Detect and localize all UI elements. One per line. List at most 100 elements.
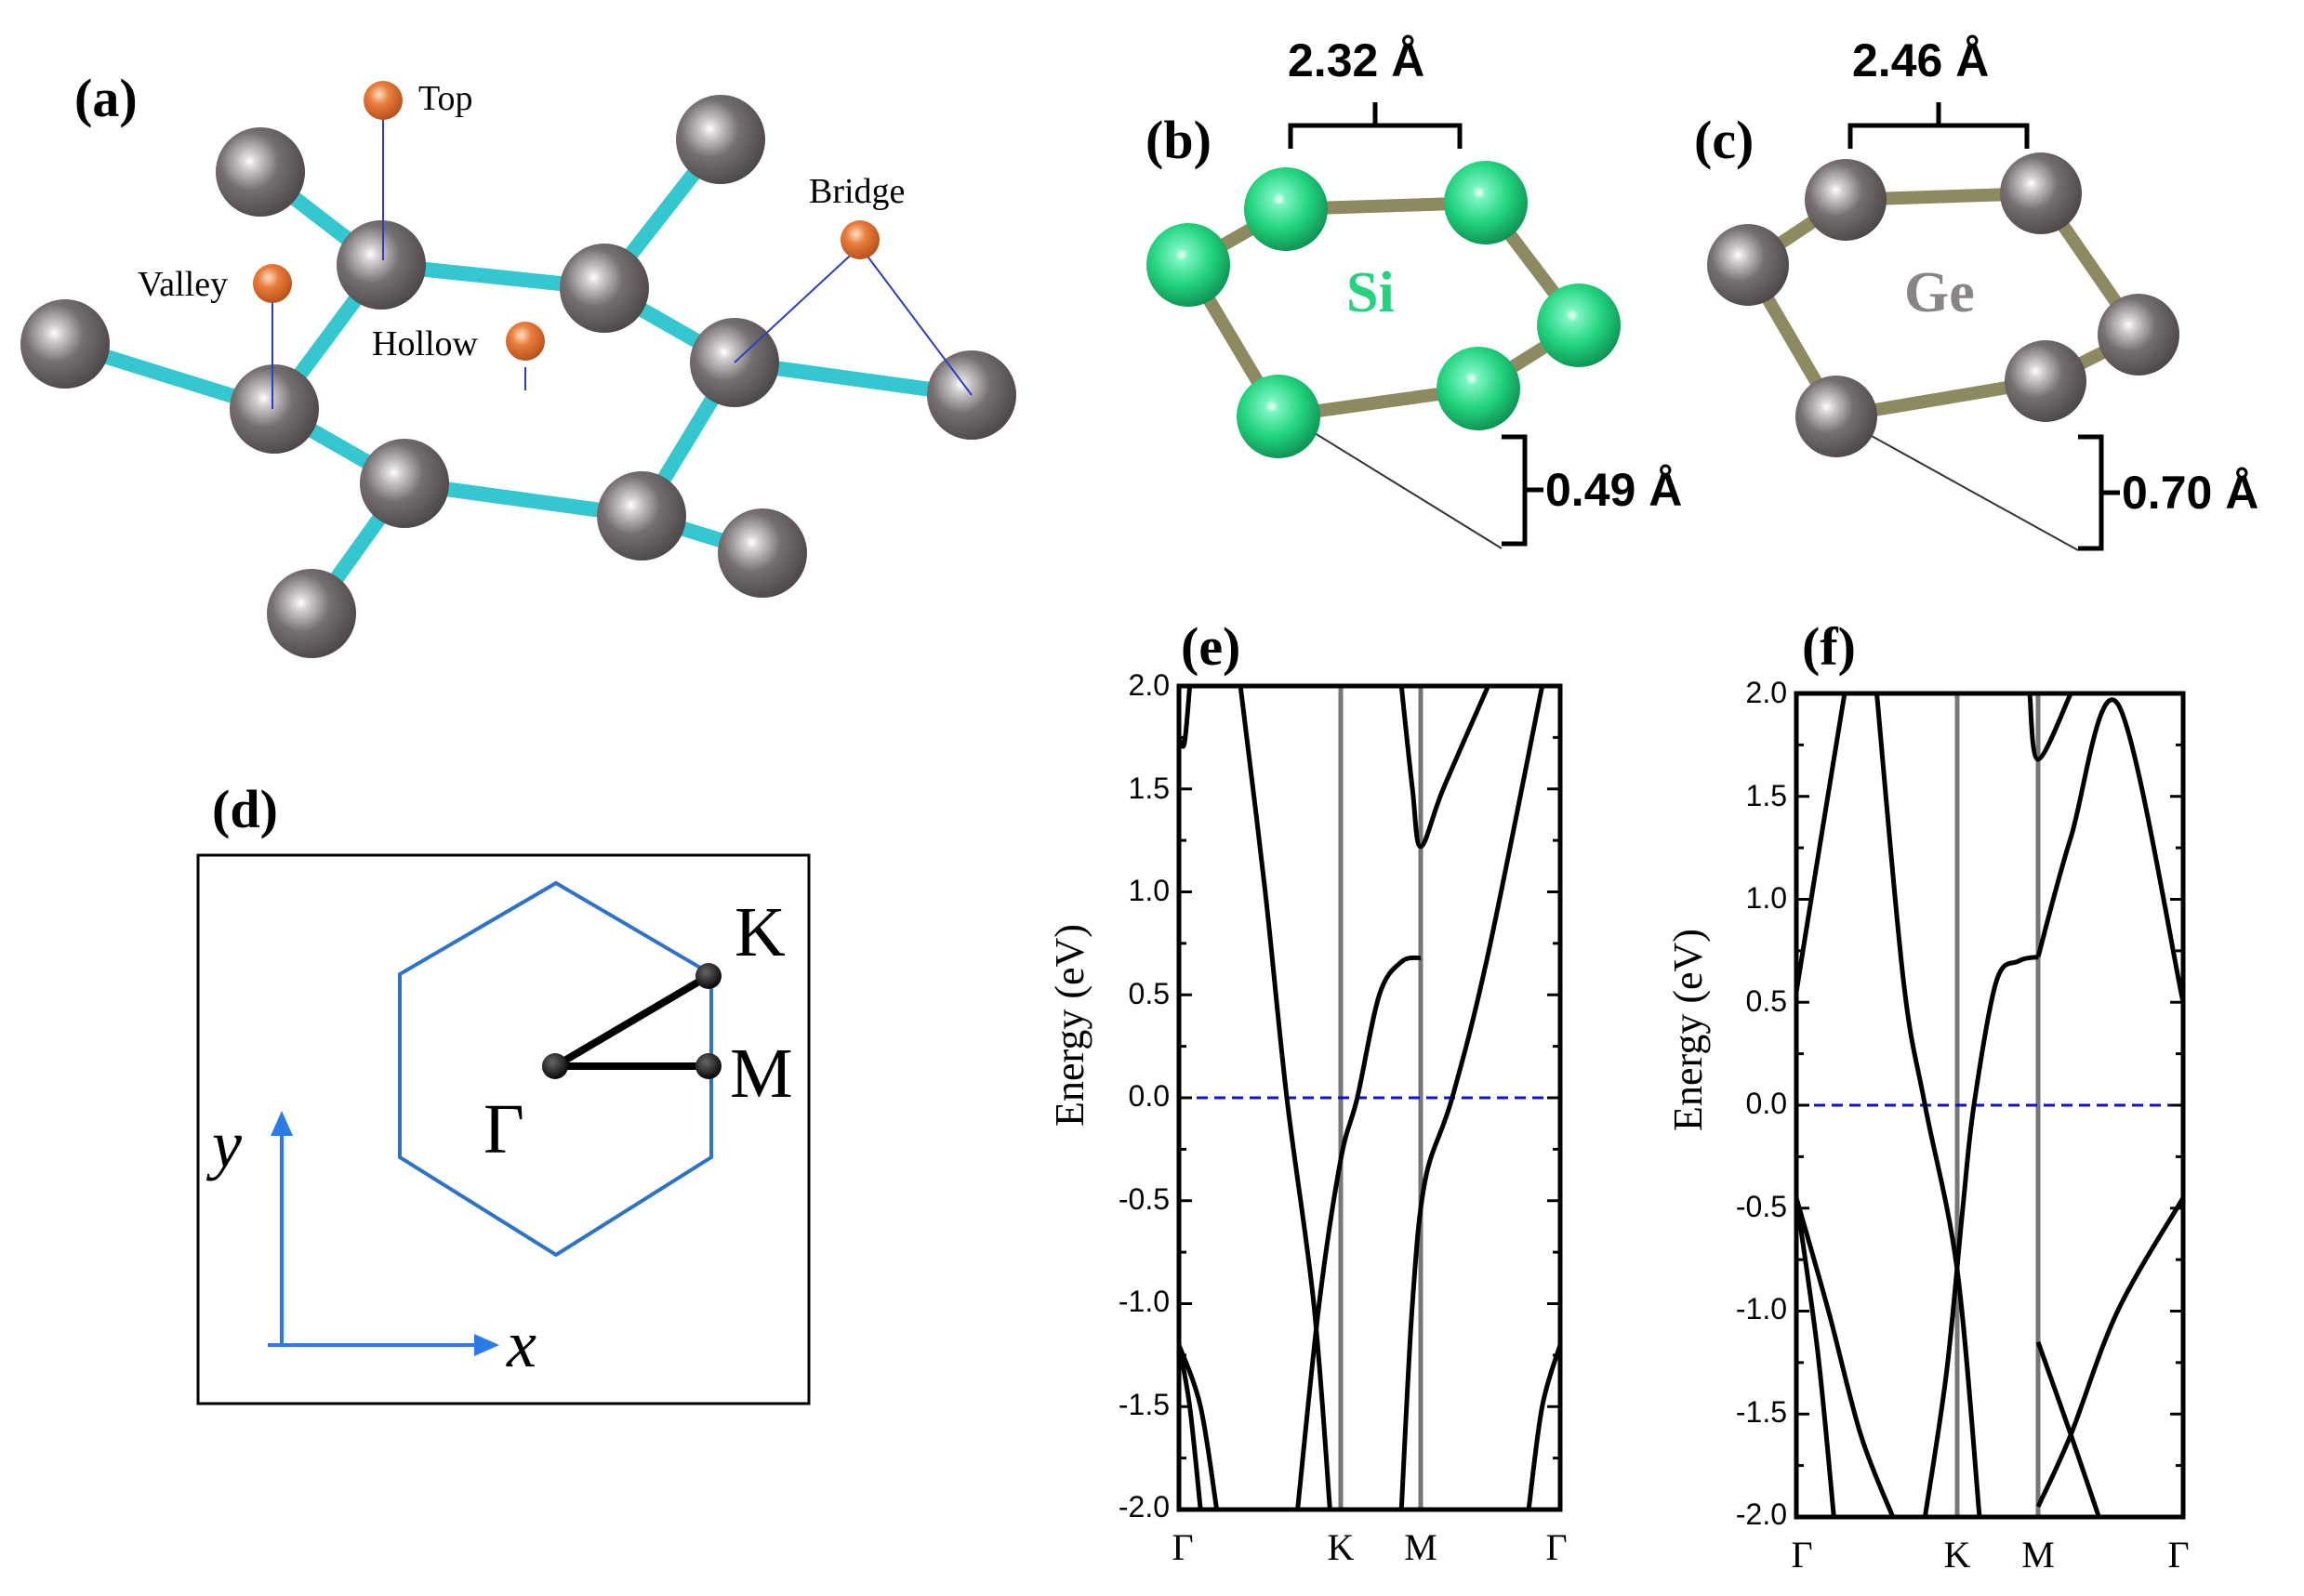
top-label: Top	[418, 79, 473, 118]
valley-label: Valley	[138, 265, 228, 304]
si-atom	[1437, 347, 1520, 430]
bond-length-bracket	[1288, 102, 1463, 149]
ytick-f-0: 2.0	[1746, 676, 1787, 709]
panel-e: (e) Energy (eV) 2.0 1.5 1.0 0.5 0.0 -0.5…	[1047, 616, 1568, 1568]
gamma-label: Γ	[483, 1090, 524, 1168]
ytick-e-2: 1.0	[1129, 874, 1170, 907]
buckling-guide	[1282, 413, 1503, 549]
ytick-f-1: 1.5	[1746, 779, 1787, 812]
atom	[718, 508, 807, 598]
atom	[337, 220, 426, 310]
ytick-f-7: -1.5	[1736, 1395, 1787, 1429]
buckling-label: 0.49 Å	[1545, 464, 1682, 516]
ytick-e-4: 0.0	[1129, 1079, 1170, 1113]
y-axis-label: y	[205, 1107, 242, 1181]
atom	[360, 439, 449, 528]
band-line-4	[1398, 686, 1545, 1510]
y-axis-arrow	[271, 1111, 293, 1136]
bond-length-label: 2.32 Å	[1288, 34, 1424, 86]
panel-label-d: (d)	[212, 779, 278, 839]
xtick-e-gamma-end: Γ	[1545, 1526, 1567, 1568]
buckling-guide	[1835, 415, 2079, 551]
si-atom	[1444, 161, 1528, 244]
ytick-e-5: -0.5	[1119, 1182, 1170, 1216]
atom	[676, 95, 765, 184]
ge-atom	[2000, 152, 2082, 234]
si-atom	[1537, 284, 1621, 367]
band-line-4	[2035, 697, 2183, 1003]
band-line-6	[2035, 1196, 2183, 1508]
si-atom	[1237, 375, 1320, 458]
band-line-0	[1796, 693, 1847, 993]
adsorption-sites	[253, 81, 880, 361]
ge-atom	[2005, 340, 2086, 422]
buckling-bracket	[1502, 434, 1543, 547]
ge-atom	[1805, 159, 1887, 241]
xtick-f-k: K	[1944, 1534, 1971, 1576]
ytick-f-4: 0.0	[1746, 1087, 1787, 1120]
ytick-e-0: 2.0	[1129, 668, 1170, 702]
ge-atom	[1707, 224, 1789, 306]
buckling-label: 0.70 Å	[2122, 467, 2258, 519]
m-label: M	[730, 1035, 793, 1113]
top-site-atom	[364, 81, 403, 120]
xtick-f-gamma-end: Γ	[2167, 1534, 2189, 1576]
y-axis-title-e: Energy (eV)	[1047, 924, 1092, 1127]
lattice-atoms	[20, 95, 1016, 658]
bands	[1179, 686, 1560, 1510]
xtick-f-m: M	[2021, 1534, 2055, 1576]
panel-label-f: (f)	[1802, 616, 1856, 677]
band-line-1	[1874, 693, 1982, 1517]
silicene-atoms	[1146, 161, 1621, 458]
si-atom	[1244, 167, 1328, 251]
yticks-f: 2.0 1.5 1.0 0.5 0.0 -0.5 -1.0 -1.5 -2.0	[1736, 676, 1787, 1531]
atom	[597, 471, 686, 561]
x-axis-arrow	[474, 1334, 499, 1356]
panel-d: (d) K M Γ y x	[196, 779, 811, 1405]
xtick-e-gamma-start: Γ	[1172, 1526, 1193, 1568]
atom	[20, 299, 110, 389]
xtick-f-gamma-start: Γ	[1791, 1534, 1812, 1576]
panel-label-a: (a)	[74, 68, 138, 128]
bridge-label: Bridge	[809, 172, 905, 211]
panel-c: (c) 2.46 Å Ge 0.70 Å	[1694, 34, 2258, 551]
germanene-atoms	[1707, 152, 2179, 457]
hollow-site-atom	[506, 322, 545, 361]
ytick-f-2: 1.0	[1746, 881, 1787, 915]
band-plot-f	[1794, 691, 2186, 1520]
ge-label: Ge	[1904, 261, 1975, 324]
si-label: Si	[1346, 261, 1395, 324]
hollow-label: Hollow	[372, 324, 479, 363]
panel-f: (f) Energy (eV) 2.0 1.5 1.0 0.5 0.0 -0.5…	[1665, 616, 2190, 1576]
panel-a: (a)	[20, 68, 1016, 658]
k-point-dot	[695, 963, 722, 989]
gamma-point-dot	[542, 1053, 568, 1079]
m-point-dot	[695, 1053, 722, 1079]
band-line-2	[1295, 955, 1422, 1510]
band-line-8	[1796, 1197, 1836, 1517]
band-line-7	[1526, 1344, 1560, 1510]
xtick-e-m: M	[1404, 1526, 1437, 1568]
band-line-2	[1922, 955, 2039, 1517]
xticks-f: Γ K M Γ	[1791, 1534, 2189, 1576]
panel-label-e: (e)	[1181, 616, 1240, 677]
ytick-f-8: -2.0	[1736, 1497, 1787, 1531]
ytick-e-8: -2.0	[1119, 1490, 1170, 1523]
ytick-e-6: -1.0	[1119, 1285, 1170, 1318]
bond-length-label: 2.46 Å	[1852, 34, 1989, 86]
k-label: K	[735, 893, 786, 971]
ytick-e-1: 1.5	[1129, 772, 1170, 805]
panel-b: (b) 2.32 Å Si 0.49 Å	[1145, 34, 1682, 549]
yticks-e: 2.0 1.5 1.0 0.5 0.0 -0.5 -1.0 -1.5 -2.0	[1119, 668, 1170, 1523]
high-symmetry-path	[541, 972, 711, 1070]
xy-axes	[268, 1111, 499, 1356]
ytick-e-3: 0.5	[1129, 977, 1170, 1010]
atom	[230, 364, 319, 454]
bz-frame	[196, 853, 811, 1405]
band-line-1	[1238, 686, 1332, 1510]
ge-atom	[2098, 294, 2179, 376]
x-axis-label: x	[506, 1307, 536, 1381]
panel-label-b: (b)	[1145, 110, 1212, 170]
ytick-f-6: -1.0	[1736, 1292, 1787, 1326]
